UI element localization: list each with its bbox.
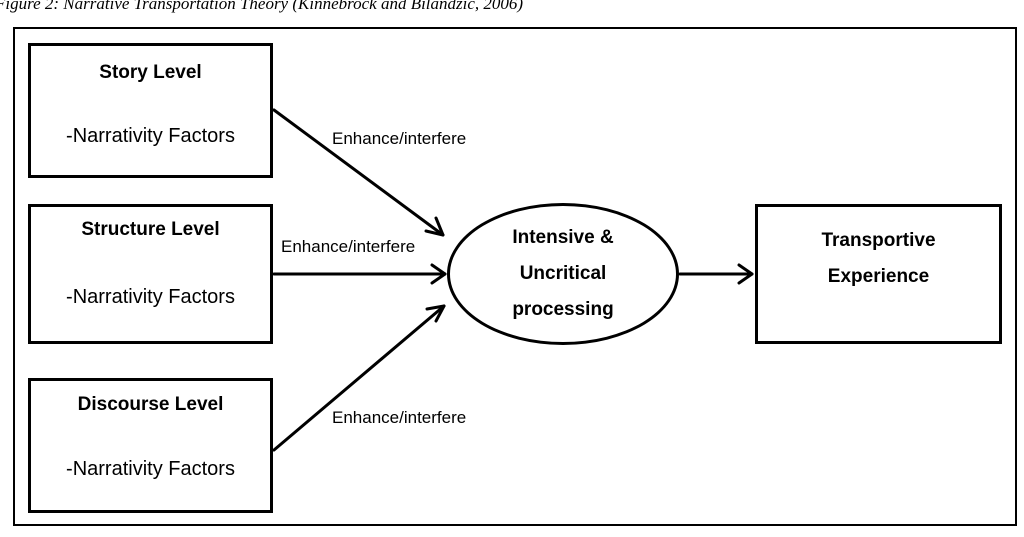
story-level-factors: -Narrativity Factors: [66, 125, 235, 147]
arrowhead-structure: [430, 263, 447, 285]
discourse-level-factors: -Narrativity Factors: [66, 458, 235, 480]
arrow-story-to-processing: [272, 108, 445, 237]
diagram-frame: [13, 27, 1017, 526]
processing-line-3: processing: [512, 299, 614, 320]
transportive-experience-box: Transportive Experience: [755, 204, 1002, 344]
discourse-level-title: Discourse Level: [77, 394, 224, 415]
arrowhead-story: [424, 216, 445, 237]
arrowhead-discourse: [425, 304, 446, 323]
outcome-line-2: Experience: [827, 266, 930, 287]
processing-ellipse: Intensive & Uncritical processing: [447, 203, 679, 345]
outcome-line-1: Transportive: [821, 230, 936, 251]
structure-level-title: Structure Level: [81, 219, 220, 240]
arrowhead-experience: [737, 263, 754, 285]
figure-caption: Figure 2: Narrative Transportation Theor…: [0, 0, 524, 13]
edge-label-structure: Enhance/interfere: [281, 237, 416, 256]
edge-label-discourse: Enhance/interfere: [332, 408, 467, 427]
structure-level-box: Structure Level -Narrativity Factors: [28, 204, 273, 344]
arrow-discourse-to-processing: [272, 304, 446, 452]
processing-line-1: Intensive &: [512, 227, 614, 248]
processing-line-2: Uncritical: [519, 263, 607, 284]
story-level-title: Story Level: [99, 62, 202, 83]
discourse-level-box: Discourse Level -Narrativity Factors: [28, 378, 273, 513]
story-level-box: Story Level -Narrativity Factors: [28, 43, 273, 178]
edge-label-story: Enhance/interfere: [332, 129, 467, 148]
structure-level-factors: -Narrativity Factors: [66, 286, 235, 308]
